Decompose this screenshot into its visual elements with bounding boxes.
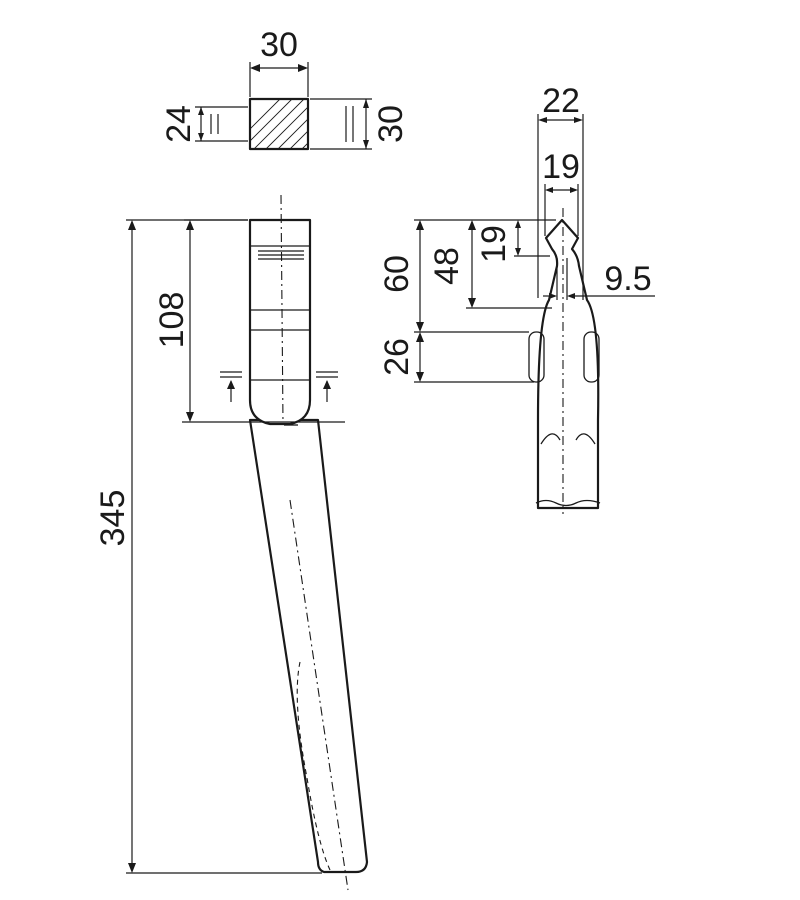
tine-shank <box>248 418 369 874</box>
cross-section-outline <box>248 97 310 151</box>
tine-centerline <box>280 194 284 425</box>
tip-inner-width-label: 19 <box>542 148 580 186</box>
section-inner-height-label: 24 <box>160 105 198 143</box>
tip-height-label: 60 <box>378 255 416 293</box>
tip-break-line <box>535 499 601 507</box>
tip-detail-view: 22 19 19 48 60 26 <box>378 82 655 514</box>
cross-section-hatching <box>250 99 308 149</box>
tip-outline <box>536 218 600 510</box>
tip-notch-height-label: 48 <box>428 247 466 285</box>
section-marker-right <box>316 371 338 402</box>
tip-slot-right <box>583 331 600 383</box>
cross-section-view: 30 24 30 <box>160 26 410 151</box>
section-height-label: 30 <box>372 105 410 143</box>
tip-point-height-label: 19 <box>475 225 513 263</box>
slot-width-label: 9.5 <box>604 260 651 298</box>
overall-length-label: 345 <box>94 490 132 547</box>
tine-side-view: 108 345 <box>94 194 369 891</box>
blade-mount-length-label: 108 <box>153 292 191 349</box>
shank-slot-hidden <box>296 661 331 871</box>
tine-head <box>248 218 312 426</box>
tip-slot-left <box>528 331 545 383</box>
tip-width-label: 22 <box>542 82 580 120</box>
section-width-label: 30 <box>260 26 298 64</box>
section-marker-left <box>220 371 242 402</box>
slot-length-label: 26 <box>378 338 416 376</box>
